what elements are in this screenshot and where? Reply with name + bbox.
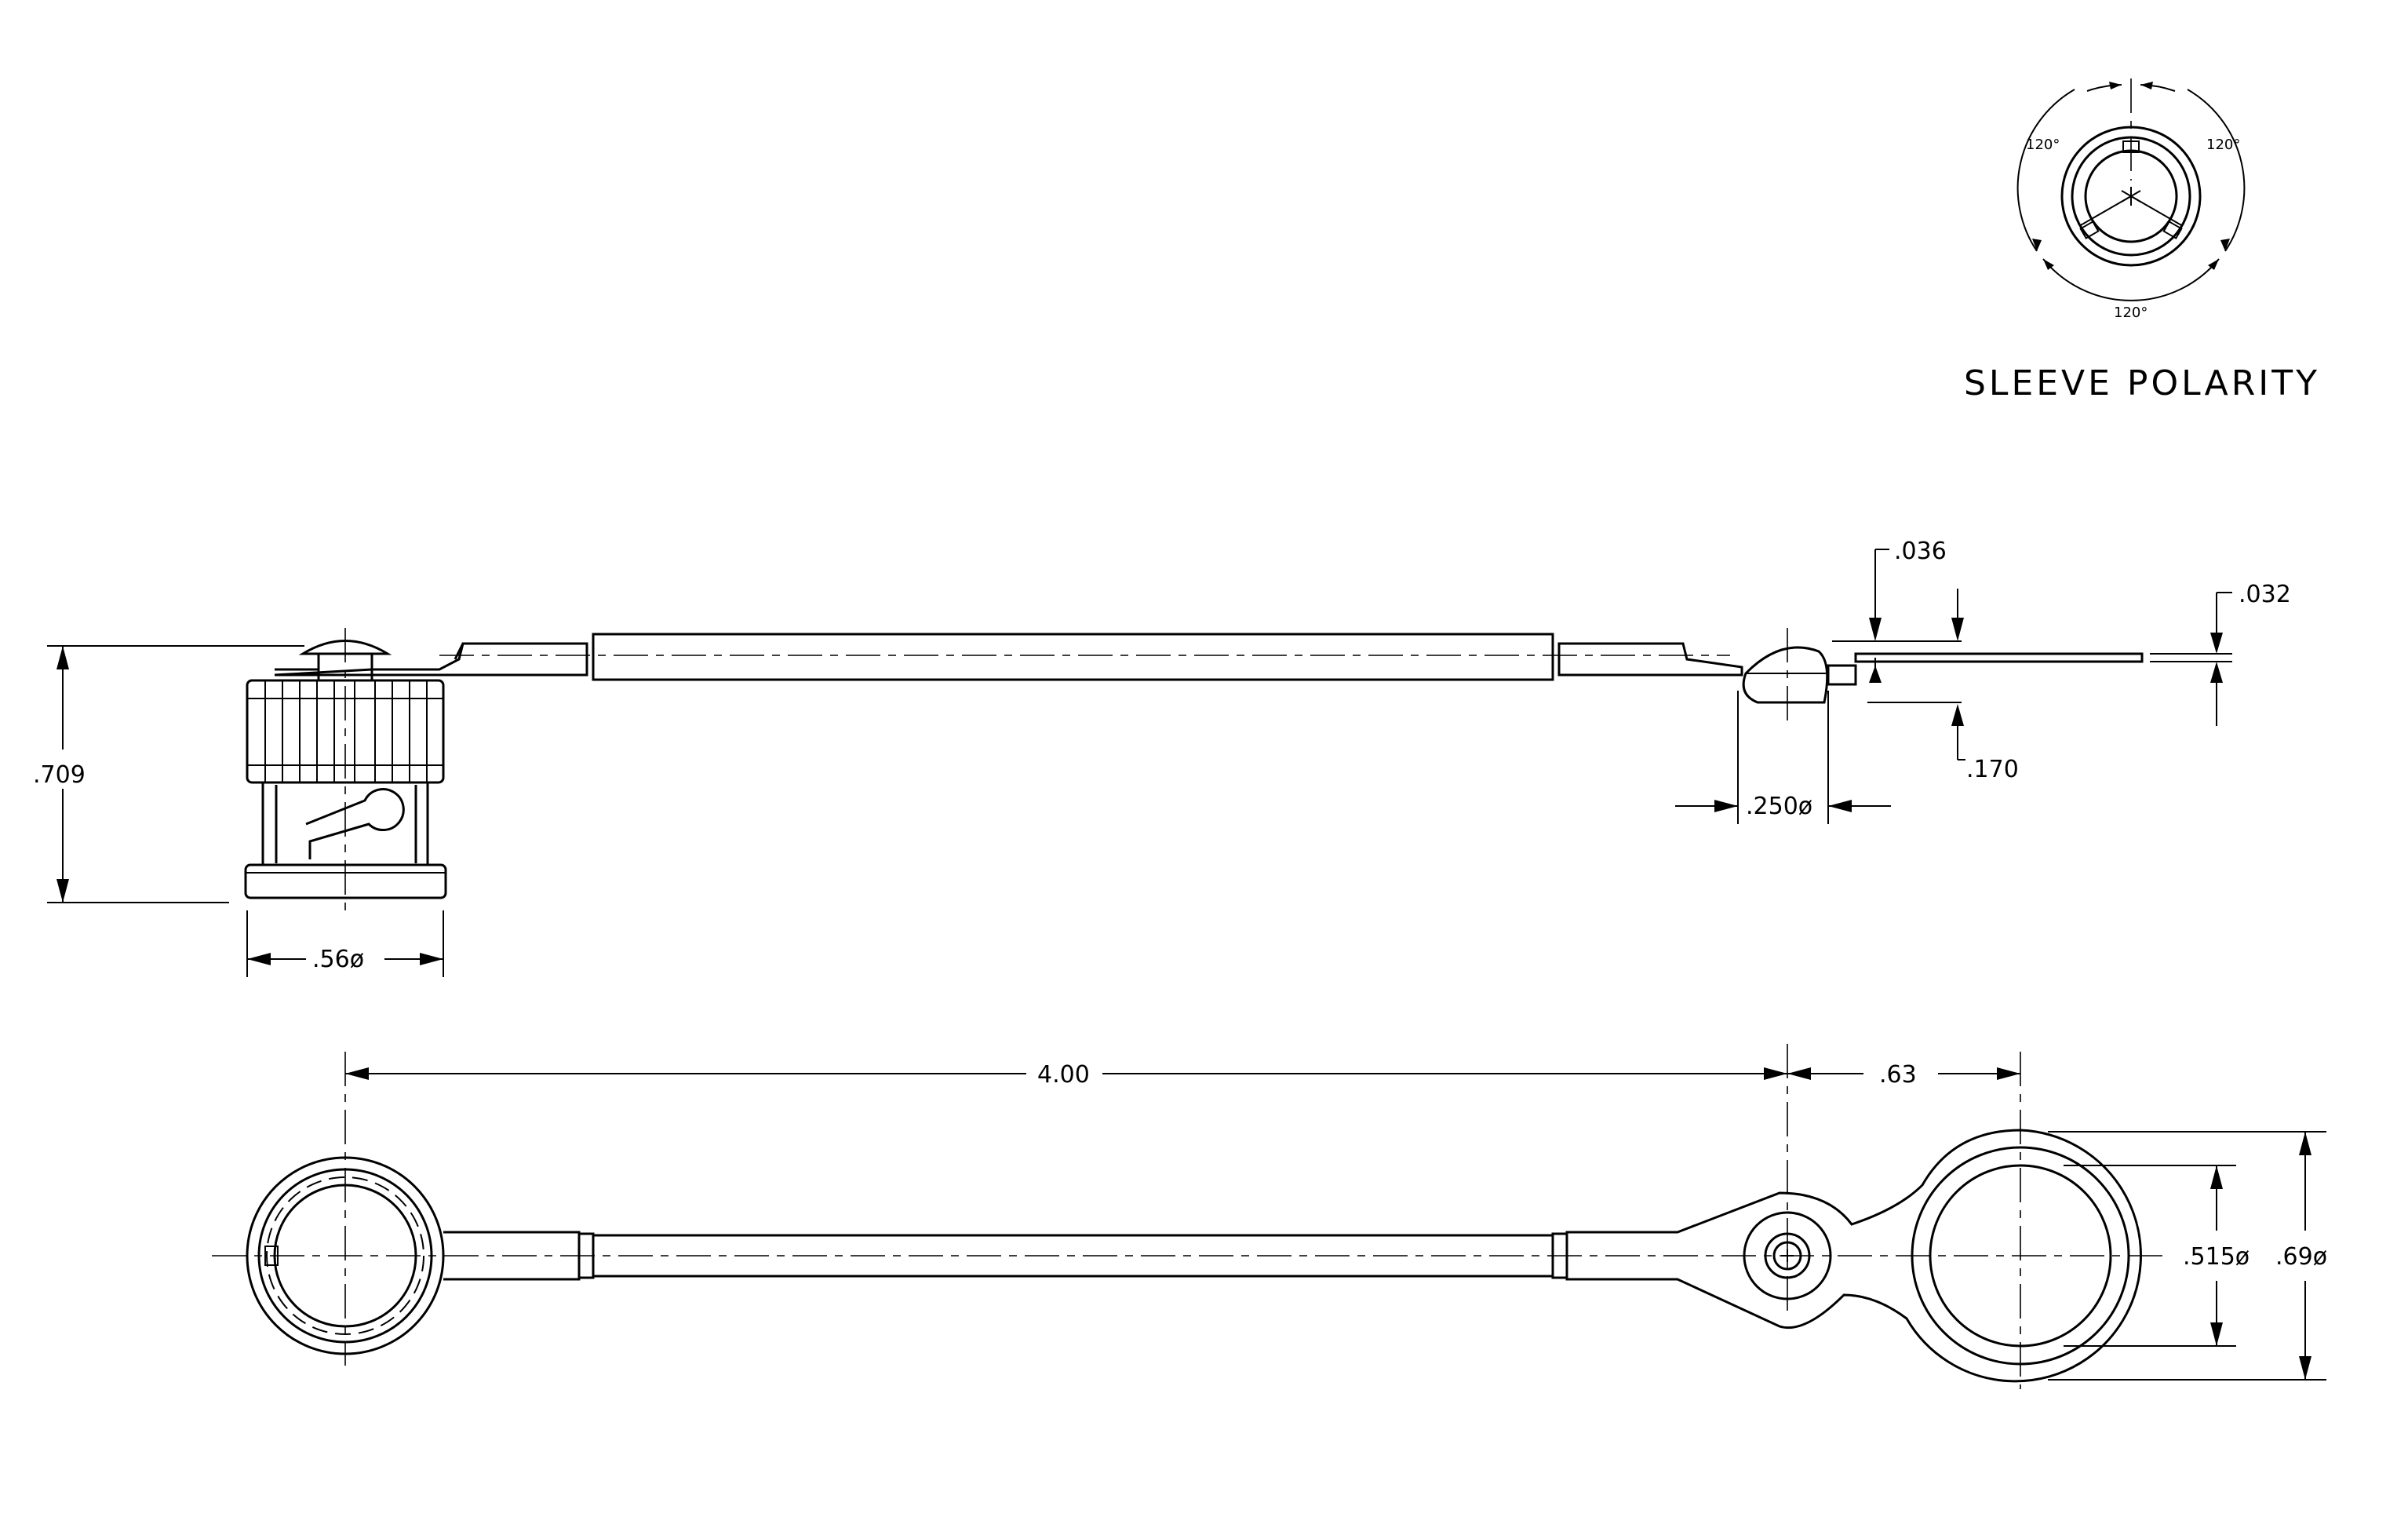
strap-right-tab xyxy=(1557,642,1743,677)
arrowhead xyxy=(2220,239,2230,251)
dim-ring-offset: .63 xyxy=(1879,1061,1917,1089)
post-head-right xyxy=(1742,646,1829,704)
angle-arc-left xyxy=(2016,89,2075,252)
rivet-head-left xyxy=(298,640,392,655)
angle-label-top-left: 120° xyxy=(2026,137,2060,153)
strap-left-tab xyxy=(274,642,588,677)
strap-left-bend xyxy=(454,643,464,660)
dim-wire-thickness: .036 xyxy=(1894,538,1947,565)
arrowhead xyxy=(2208,259,2219,270)
dim-center-distance: 4.00 xyxy=(1037,1061,1090,1089)
sleeve-center-mark xyxy=(2078,187,2184,227)
dimension-post-diameter: .250ø xyxy=(1675,691,1891,824)
dimension-post-height: .170 xyxy=(1867,658,2019,783)
dim-tab-thickness: .032 xyxy=(2239,581,2291,608)
rivet-shank-left xyxy=(317,652,373,682)
dimension-ring-outer-diameter: .69ø xyxy=(2048,1131,2327,1381)
dim-post-diameter: .250ø xyxy=(1746,793,1812,820)
arrowhead xyxy=(2043,259,2054,270)
arrowhead xyxy=(2032,239,2042,251)
side-cable xyxy=(592,633,1554,681)
post-collar xyxy=(1827,664,1857,686)
knurl-lines xyxy=(247,680,443,782)
angle-arc-right xyxy=(2187,89,2246,252)
dim-ring-outer-diameter: .69ø xyxy=(2275,1243,2327,1271)
dimension-overall-height: .709 xyxy=(33,645,304,903)
bayonet-slot xyxy=(305,788,405,859)
dim-ring-inner-diameter: .515ø xyxy=(2183,1243,2250,1271)
dimension-center-distance: 4.00 xyxy=(345,1061,1787,1089)
sleeve-polarity-title: SLEEVE POLARITY xyxy=(1964,363,2320,403)
dimension-connector-diameter: .56ø xyxy=(246,910,444,977)
strap-right-top xyxy=(1565,1129,2142,1383)
connector-body xyxy=(244,628,447,910)
sleeve-key-left xyxy=(2079,221,2100,239)
top-view: 4.00 .63 .515ø .69ø xyxy=(212,1044,2327,1389)
dimension-wire-thickness: .036 xyxy=(1832,538,1964,642)
angle-label-top-right: 120° xyxy=(2206,137,2240,153)
dimension-ring-inner-diameter: .515ø xyxy=(2064,1165,2250,1347)
arrowhead xyxy=(2140,82,2153,89)
sleeve-polarity-view: 120° 120° 120° SLEEVE POLARITY xyxy=(1964,78,2320,403)
dim-overall-height: .709 xyxy=(33,761,86,789)
dimension-ring-offset: .63 xyxy=(1787,1061,2020,1089)
sleeve-walls xyxy=(275,785,417,863)
arrowhead xyxy=(2109,82,2122,89)
side-view: .709 .56ø .036 xyxy=(33,538,2291,977)
dim-post-height: .170 xyxy=(1966,756,2019,783)
angle-arc-bottom xyxy=(2042,258,2220,301)
sleeve-key-right xyxy=(2162,221,2183,239)
angle-label-bottom: 120° xyxy=(2114,305,2148,321)
ground-tab xyxy=(1854,652,2144,663)
dim-connector-diameter: .56ø xyxy=(312,946,364,973)
dimension-tab-thickness: .032 xyxy=(2150,581,2291,726)
